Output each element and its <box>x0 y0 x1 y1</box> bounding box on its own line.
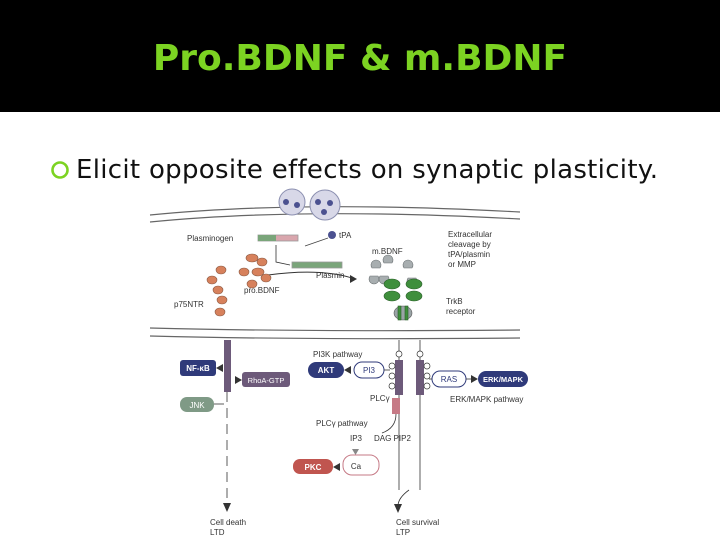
mbdnf-molecules <box>368 254 418 287</box>
svg-text:tPA/plasmin: tPA/plasmin <box>448 250 490 259</box>
calcium-node: Ca <box>342 454 380 476</box>
pkc-node: PKC <box>293 459 333 474</box>
akt-node: AKT <box>308 362 344 378</box>
rhoa-gtp-node: RhoA-GTP <box>242 372 290 387</box>
ring-bullet-icon <box>51 161 69 179</box>
plcg-block <box>392 398 400 414</box>
pi3-node: PI3 <box>353 361 385 379</box>
svg-text:AKT: AKT <box>318 366 335 375</box>
postsynaptic-membrane <box>149 327 521 340</box>
mbdnf-label: m.BDNF <box>372 247 403 256</box>
trkb-label-1: TrkB <box>446 297 463 306</box>
cell-survival-label: Cell survival <box>396 518 439 527</box>
tpa-dot <box>328 231 336 239</box>
erk-mapk-pathway-label: ERK/MAPK pathway <box>450 395 523 404</box>
plasminogen-label: Plasminogen <box>187 234 233 243</box>
probdnf-molecules <box>215 253 272 289</box>
ras-node: RAS <box>431 370 467 388</box>
tpa-label: tPA <box>339 231 352 240</box>
svg-text:JNK: JNK <box>189 401 205 410</box>
svg-text:PKC: PKC <box>305 463 322 472</box>
slide-title: Pro.BDNF & m.BDNF <box>152 38 568 79</box>
plcg-pathway-label: PLCγ pathway <box>316 419 368 428</box>
jnk-node: JNK <box>180 397 214 412</box>
cell-survival-arrow <box>397 489 410 507</box>
trkb-label-2: receptor <box>446 307 476 316</box>
svg-text:RhoA-GTP: RhoA-GTP <box>248 376 285 385</box>
p75ntr-receptor <box>206 275 228 317</box>
probdnf-label: pro.BDNF <box>244 286 280 295</box>
svg-text:ERK/MAPK: ERK/MAPK <box>483 375 524 384</box>
plasmin-label: Plasmin <box>316 271 344 280</box>
ltd-label: LTD <box>210 528 225 537</box>
plasmin-bar <box>291 261 343 269</box>
ip3-label: IP3 <box>350 434 363 443</box>
svg-text:Ca: Ca <box>351 462 362 471</box>
pi3k-pathway-label: PI3K pathway <box>313 350 362 359</box>
dag-pip2-label: DAG PIP2 <box>374 434 411 443</box>
p75ntr-label: p75NTR <box>174 300 204 309</box>
ltp-label: LTP <box>396 528 410 537</box>
erk-mapk-node: ERK/MAPK <box>478 371 528 387</box>
cell-death-label: Cell death <box>210 518 246 527</box>
title-bar <box>0 0 720 112</box>
plcg-label: PLCγ <box>370 394 390 403</box>
bullet-text: Elicit opposite effects on synaptic plas… <box>76 155 659 185</box>
svg-text:NF-κB: NF-κB <box>186 364 210 373</box>
svg-text:RAS: RAS <box>441 375 457 384</box>
nfkb-node: NF-κB <box>180 360 216 376</box>
p75ntr-cytoplasmic-domain <box>224 340 231 392</box>
svg-text:Extracellular: Extracellular <box>448 230 492 239</box>
svg-text:PI3: PI3 <box>363 366 376 375</box>
bullet-item: Elicit opposite effects on synaptic plas… <box>50 150 658 190</box>
extracellular-cleavage-note: Extracellular cleavage by tPA/plasmin or… <box>448 230 492 269</box>
trkb-receptor <box>383 278 423 321</box>
svg-text:or MMP: or MMP <box>448 260 476 269</box>
vesicles <box>278 188 341 221</box>
trkb-intracellular-domain <box>388 340 431 490</box>
svg-text:cleavage by: cleavage by <box>448 240 491 249</box>
